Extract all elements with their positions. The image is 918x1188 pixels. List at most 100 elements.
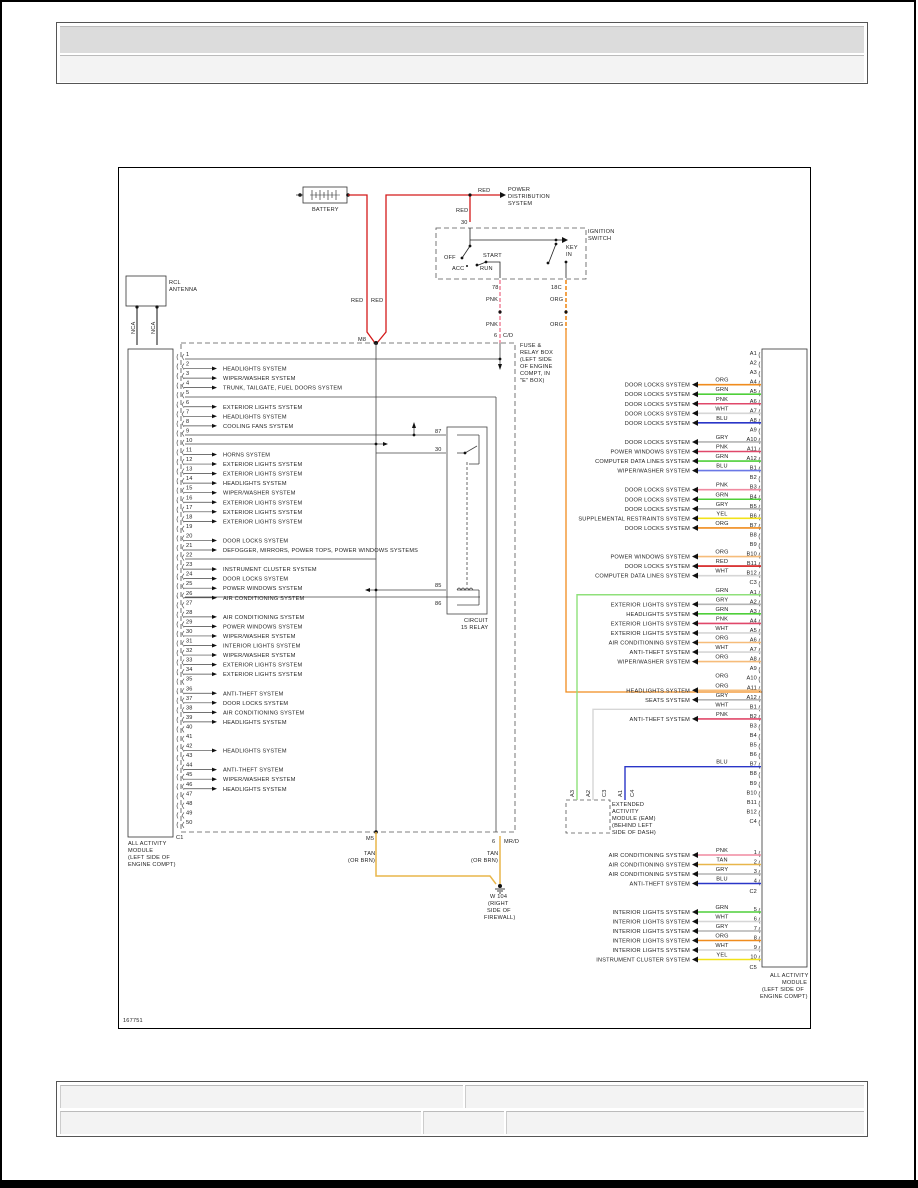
left-pin-system: HEADLIGHTS SYSTEM (223, 414, 287, 420)
connector-cavity-icon (758, 351, 761, 359)
left-pin-number: 19 (186, 524, 193, 530)
wire-color-code: WHT (715, 569, 729, 575)
right-pin-system: DOOR LOCKS SYSTEM (625, 440, 690, 446)
ignition-switch-box (435, 227, 587, 280)
right-pin-system: WIPER/WASHER SYSTEM (617, 660, 690, 666)
right-module-pin: B3 (750, 723, 761, 731)
arrow-icon (692, 909, 698, 915)
arrow-icon (212, 614, 217, 619)
arrow-icon (500, 192, 506, 198)
arrow-icon (212, 385, 217, 390)
right-module-pin: A2 (750, 361, 761, 368)
ign-out-right-wire: ORG (550, 297, 563, 303)
left-pin-number: 35 (186, 677, 193, 683)
wire-color-code: ORG (715, 636, 728, 642)
connector-cavity-icon (176, 783, 179, 790)
wire-color-code: YEL (716, 953, 727, 959)
right-module-pin: B8 (750, 532, 761, 540)
left-pin-system: WIPER/WASHER SYSTEM (223, 634, 296, 640)
right-pin-system: DOOR LOCKS SYSTEM (625, 421, 690, 427)
left-pin-system: HEADLIGHTS SYSTEM (223, 749, 287, 755)
connector-cavity-icon (176, 525, 179, 533)
right-pin-system: DOOR LOCKS SYSTEM (625, 564, 690, 570)
arrow-icon (692, 715, 698, 722)
left-pin-number: 5 (186, 390, 189, 396)
right-pin-id: B4 (750, 733, 757, 739)
connector-cavity-icon (758, 714, 761, 722)
connector-cavity-icon (176, 573, 179, 580)
eam-label-1: EXTENDED (612, 802, 644, 808)
right-pin-system: INSTRUMENT CLUSTER SYSTEM (596, 958, 690, 964)
connector-cavity-icon (758, 800, 761, 808)
ign-key-2: IN (566, 252, 572, 258)
ignition-label-2: SWITCH (588, 236, 611, 242)
wire-color-code: BLU (716, 464, 727, 470)
left-module-box (127, 348, 174, 838)
connector-cavity-icon (176, 420, 179, 428)
fuse-relay-box (180, 342, 516, 833)
connector-cavity-icon (176, 477, 179, 485)
right-pin-id: A2 (750, 599, 757, 605)
ignition-in-wire: RED (456, 208, 468, 214)
left-pin-system: INSTRUMENT CLUSTER SYSTEM (223, 567, 317, 573)
arrow-icon (212, 643, 217, 648)
left-pin-system: EXTERIOR LIGHTS SYSTEM (223, 663, 302, 669)
left-pin-number: 32 (186, 648, 193, 654)
connector-cavity-icon (758, 945, 761, 953)
wire-color-code: PNK (716, 712, 728, 718)
connector-cavity-icon (758, 571, 761, 578)
right-pin-id: A5 (750, 628, 757, 634)
connector-cavity-icon (758, 695, 761, 702)
right-pin-id: B6 (750, 513, 757, 519)
left-pin-number: 11 (186, 448, 192, 454)
right-pin-id: B2 (750, 714, 757, 720)
wire-color-code: ORG (715, 934, 728, 940)
right-pin-system: AIR CONDITIONING SYSTEM (609, 641, 691, 647)
connector-cavity-icon (176, 764, 179, 771)
left-pin-number: 27 (186, 600, 193, 606)
right-pin-system: DOOR LOCKS SYSTEM (625, 497, 690, 503)
left-pin-number: 2 (186, 362, 189, 368)
arrow-icon (692, 448, 698, 455)
relay-pin-30: 30 (435, 447, 442, 453)
left-module-pin: 9 (176, 428, 189, 437)
arrow-icon (212, 786, 217, 791)
wire-color-code: GRY (716, 867, 729, 873)
rcl-label-1: RCL (169, 280, 181, 286)
left-pin-number: 48 (186, 801, 193, 807)
connector-cavity-icon (176, 430, 179, 437)
right-module-pin: B11 (747, 800, 761, 808)
eam-box (565, 799, 611, 834)
connector-cavity-icon (176, 535, 179, 542)
ground-label-1: W 104 (490, 894, 507, 900)
right-pin-id: B4 (750, 494, 757, 500)
left-pin-system: EXTERIOR LIGHTS SYSTEM (223, 472, 302, 478)
ignition-in-terminal: 30 (461, 220, 468, 226)
left-pin-number: 1 (186, 352, 189, 358)
connector-cavity-icon (758, 879, 761, 886)
wire-color-code: ORG (715, 655, 728, 661)
wire-color-code: PNK (716, 483, 728, 489)
left-pin-system: HEADLIGHTS SYSTEM (223, 787, 287, 793)
battery-red-wires (348, 194, 500, 344)
right-pin-id: B5 (750, 743, 757, 749)
left-pin-system: AIR CONDITIONING SYSTEM (223, 710, 305, 716)
right-pin-system: DOOR LOCKS SYSTEM (625, 383, 690, 389)
right-pin-system: ANTI-THEFT SYSTEM (630, 882, 691, 888)
left-pin-number: 33 (186, 658, 193, 664)
left-module-pin: 10 (176, 438, 192, 447)
footer-cell-4 (423, 1111, 504, 1134)
wire-color-code: WHT (715, 626, 729, 632)
connector-cavity-icon (176, 793, 179, 800)
connector-cavity-icon (758, 428, 761, 435)
ignition-switch-contacts (461, 228, 567, 278)
